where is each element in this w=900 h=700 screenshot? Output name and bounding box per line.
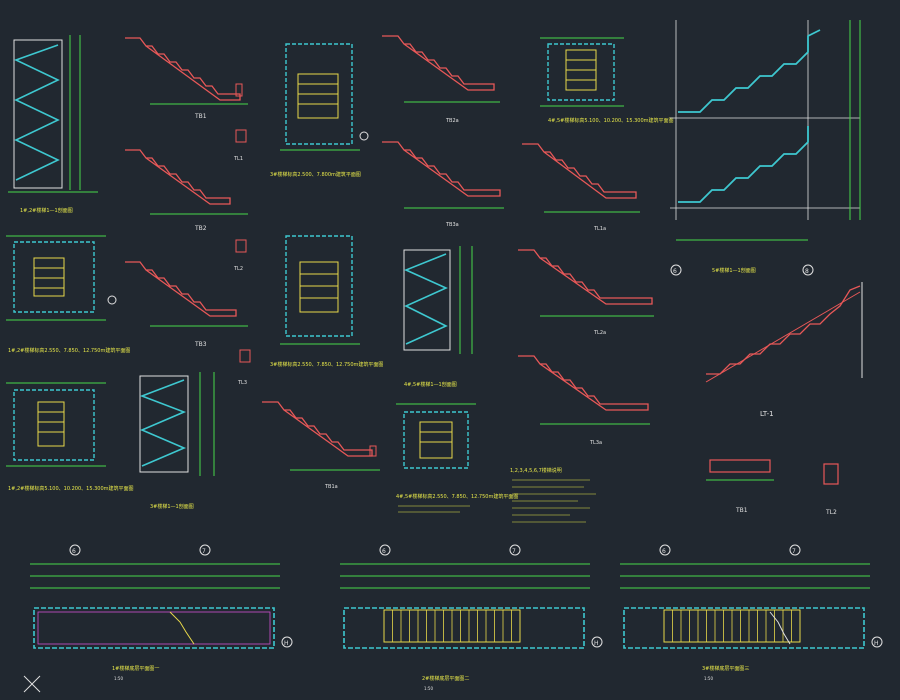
flight-tb2: TB2 <box>125 149 248 232</box>
plan-e-title: 1#,2#楼梯标高5.100、10.200、15.300m建筑平面图 <box>8 485 134 492</box>
notes-title: 1,2,3,4,5,6,7楼梯说明 <box>510 467 562 474</box>
axis-label-6-b1: 6 <box>72 548 76 555</box>
scale-b1: 1:50 <box>114 676 123 681</box>
tl1a-label: TL1a <box>593 226 606 232</box>
bottom-plan-2: 6 7 H 2#楼梯底层平面图二 1:50 <box>340 544 603 691</box>
tb1-detail-label: TB1 <box>735 507 748 514</box>
tl2-detail-label: TL2 <box>825 509 837 516</box>
axis-label-6-b3: 6 <box>662 548 666 555</box>
section-c-title: 3#楼梯1—1剖面图 <box>150 503 194 510</box>
axis-label-h-b2: H <box>594 640 599 647</box>
flight-tb3: TB3 <box>125 261 248 348</box>
beam-details-right: TB1 TL2 <box>706 459 839 516</box>
bottom-b-title: 2#楼梯底层平面图二 <box>422 675 469 682</box>
section-b-title: 4#,5#楼梯1—1剖面图 <box>404 381 457 388</box>
flight-middle-lower: TB1a <box>262 401 380 490</box>
flight-tb1a: TB2a <box>382 35 500 124</box>
section-d-title: 5#楼梯1—1剖面图 <box>712 267 756 274</box>
plan-1-2-upper: 1#,2#楼梯标高2.550、7.850、12.750m建筑平面图 <box>6 235 130 354</box>
plan-d-title: 4#,5#楼梯标高5.100、10.200、15.300m建筑平面图 <box>548 117 674 124</box>
axis-label-6-b2: 6 <box>382 548 386 555</box>
ucs-icon <box>23 675 41 693</box>
bottom-a-title: 1#楼梯底层平面图一 <box>112 665 159 672</box>
plan-3-lower: 3#楼梯标高2.550、7.850、12.750m建筑平面图 <box>270 235 383 368</box>
axis-label-h-b3: H <box>874 640 879 647</box>
tl-details-col2: TL1 TL2 TL3 <box>233 129 251 386</box>
tb1-label: TB1 <box>194 113 207 120</box>
tl1-label: TL1 <box>233 156 243 162</box>
section-a-title: 1#,2#楼梯1—1剖面图 <box>20 207 73 214</box>
lt1-detail: LT-1 <box>705 282 863 418</box>
flight-col5-c: TL3a <box>518 355 650 446</box>
tl3-label: TL3 <box>237 380 247 386</box>
flight-col5-b: TL2a <box>518 249 654 336</box>
plan-f-title: 4#,5#楼梯标高2.550、7.850、12.750m建筑平面图 <box>396 493 518 500</box>
tb3a-label: TB3a <box>445 222 459 228</box>
section-5-stair: 6 8 5#楼梯1—1剖面图 <box>670 20 861 276</box>
notes-block: 1,2,3,4,5,6,7楼梯说明 <box>510 467 596 523</box>
axis-label-7-b3: 7 <box>792 548 796 555</box>
tb3-label: TB3 <box>194 341 207 348</box>
tl2-label: TL2 <box>233 266 243 272</box>
axis-label-7-b2: 7 <box>512 548 516 555</box>
plan-c-title: 3#楼梯标高2.550、7.850、12.750m建筑平面图 <box>270 361 383 368</box>
plan-b-title: 1#,2#楼梯标高2.550、7.850、12.750m建筑平面图 <box>8 347 130 354</box>
tl2a-label: TL2a <box>593 330 606 336</box>
flight-tb1: TB1 <box>125 37 248 120</box>
bottom-c-title: 3#楼梯底层平面图三 <box>702 665 749 672</box>
section-4-5-stair: 4#,5#楼梯1—1剖面图 <box>403 246 473 388</box>
tl3a-label: TL3a <box>589 440 602 446</box>
tb2-label: TB2 <box>194 225 207 232</box>
scale-b2: 1:50 <box>424 686 433 691</box>
axis-label-h-b1: H <box>284 640 289 647</box>
axis-label-8-top: 8 <box>805 268 809 275</box>
scale-b3: 1:50 <box>704 676 713 681</box>
stair-treads-b2 <box>383 610 521 642</box>
axis-label-6-top: 6 <box>673 268 677 275</box>
stair-treads-b3 <box>663 610 801 642</box>
section-3-stair: 3#楼梯1—1剖面图 <box>139 372 215 510</box>
plan-3-upper: 3#楼梯标高2.500、7.800m建筑平面图 <box>270 43 369 178</box>
tb2a-label: TB2a <box>445 118 459 124</box>
axis-label-7-b1: 7 <box>202 548 206 555</box>
bottom-plan-1: 6 7 H 1#楼梯底层平面图一 1:50 <box>30 544 293 681</box>
bottom-plan-3: 6 7 H 3#楼梯底层平面图三 1:50 <box>620 544 883 681</box>
plan-a-title: 3#楼梯标高2.500、7.800m建筑平面图 <box>270 171 361 178</box>
lt1-label: LT-1 <box>760 410 774 418</box>
section-1-2-stair: 1#,2#楼梯1—1剖面图 <box>8 35 98 214</box>
plan-4-5-lower: 4#,5#楼梯标高2.550、7.850、12.750m建筑平面图 <box>396 403 518 513</box>
tb1a-label: TB1a <box>324 484 338 490</box>
plan-4-5-upper: 4#,5#楼梯标高5.100、10.200、15.300m建筑平面图 <box>540 37 674 124</box>
flight-tb2a: TB3a <box>382 141 504 228</box>
plan-1-2-lower: 1#,2#楼梯标高5.100、10.200、15.300m建筑平面图 <box>6 382 134 492</box>
flight-col5-a: TL1a <box>522 143 640 232</box>
